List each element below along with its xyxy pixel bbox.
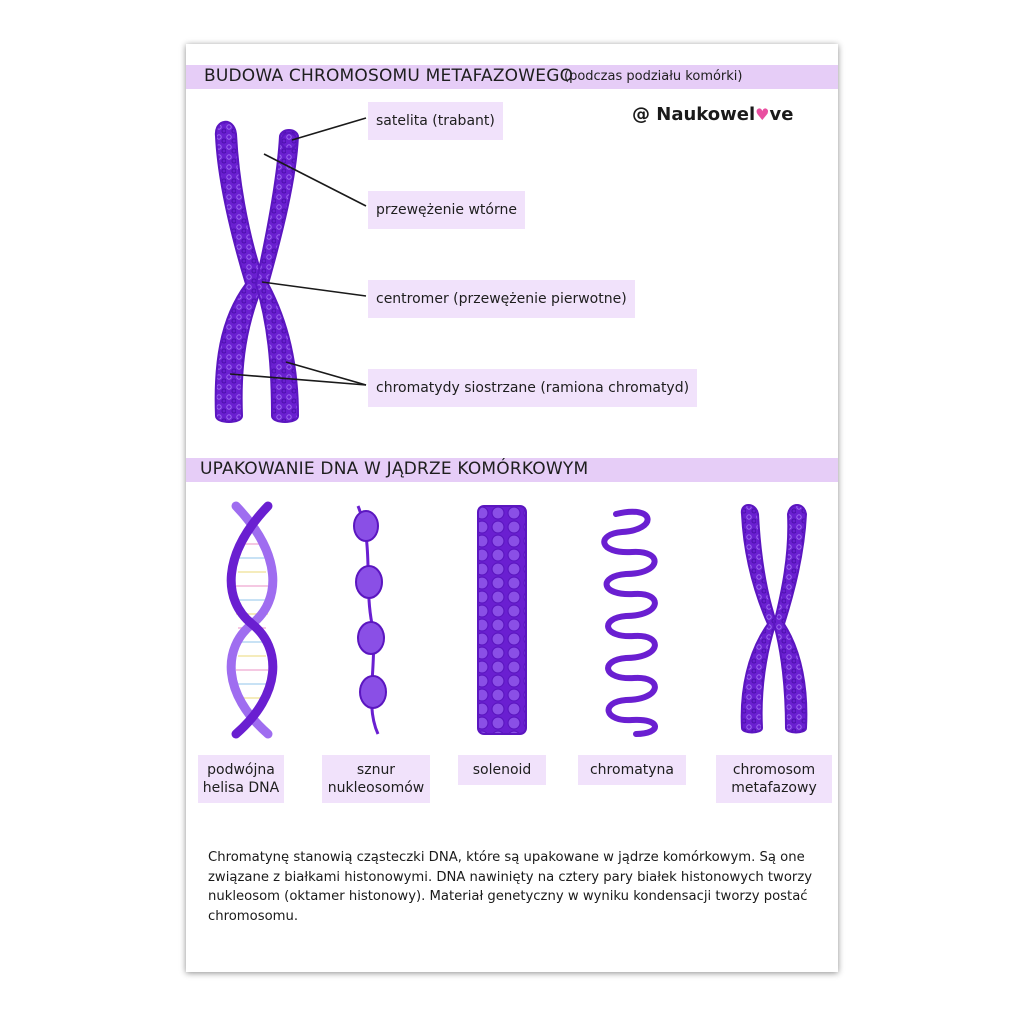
double-helix-illustration (226, 501, 278, 739)
caption-metaphase-chromosome: chromosom metafazowy (716, 755, 832, 803)
leader-lines (229, 117, 367, 386)
description-paragraph: Chromatynę stanowią cząsteczki DNA, któr… (208, 850, 813, 924)
label-secondary-constriction: przewężenie wtórne (368, 191, 525, 229)
worksheet: BUDOWA CHROMOSOMU METAFAZOWEGO (podczas … (186, 44, 838, 972)
section1-title: BUDOWA CHROMOSOMU METAFAZOWEGO (204, 66, 574, 86)
caption-double-helix: podwójna helisa DNA (198, 755, 284, 803)
small-chromosome-illustration (740, 504, 808, 734)
label-centromere: centromer (przewężenie pierwotne) (368, 280, 635, 318)
nucleosome-string-illustration (353, 505, 387, 735)
chromosome-shape (214, 120, 300, 423)
section2-title: UPAKOWANIE DNA W JĄDRZE KOMÓRKOWYM (200, 459, 589, 479)
label-sister-chromatids: chromatydy siostrzane (ramiona chromatyd… (368, 369, 698, 407)
caption-solenoid: solenoid (458, 755, 546, 785)
metaphase-chromosome-diagram (214, 117, 367, 423)
caption-chromatin: chromatyna (578, 755, 686, 785)
brand-prefix: @ Naukowel (632, 104, 756, 125)
solenoid-illustration (477, 505, 527, 735)
section1-subtitle: (podczas podziału komórki) (564, 69, 743, 84)
section2-band (186, 458, 838, 482)
dna-packaging-illustrations (226, 501, 808, 739)
label-satellite: satelita (trabant) (368, 102, 503, 140)
section1-band (186, 65, 838, 89)
chromatin-illustration (601, 508, 658, 737)
brand-suffix: ve (769, 104, 794, 125)
caption-nucleosome-string: sznur nukleosomów (322, 755, 430, 803)
brand-handle: @ Naukowel♥ve (632, 104, 793, 125)
heart-icon: ♥ (755, 105, 770, 124)
